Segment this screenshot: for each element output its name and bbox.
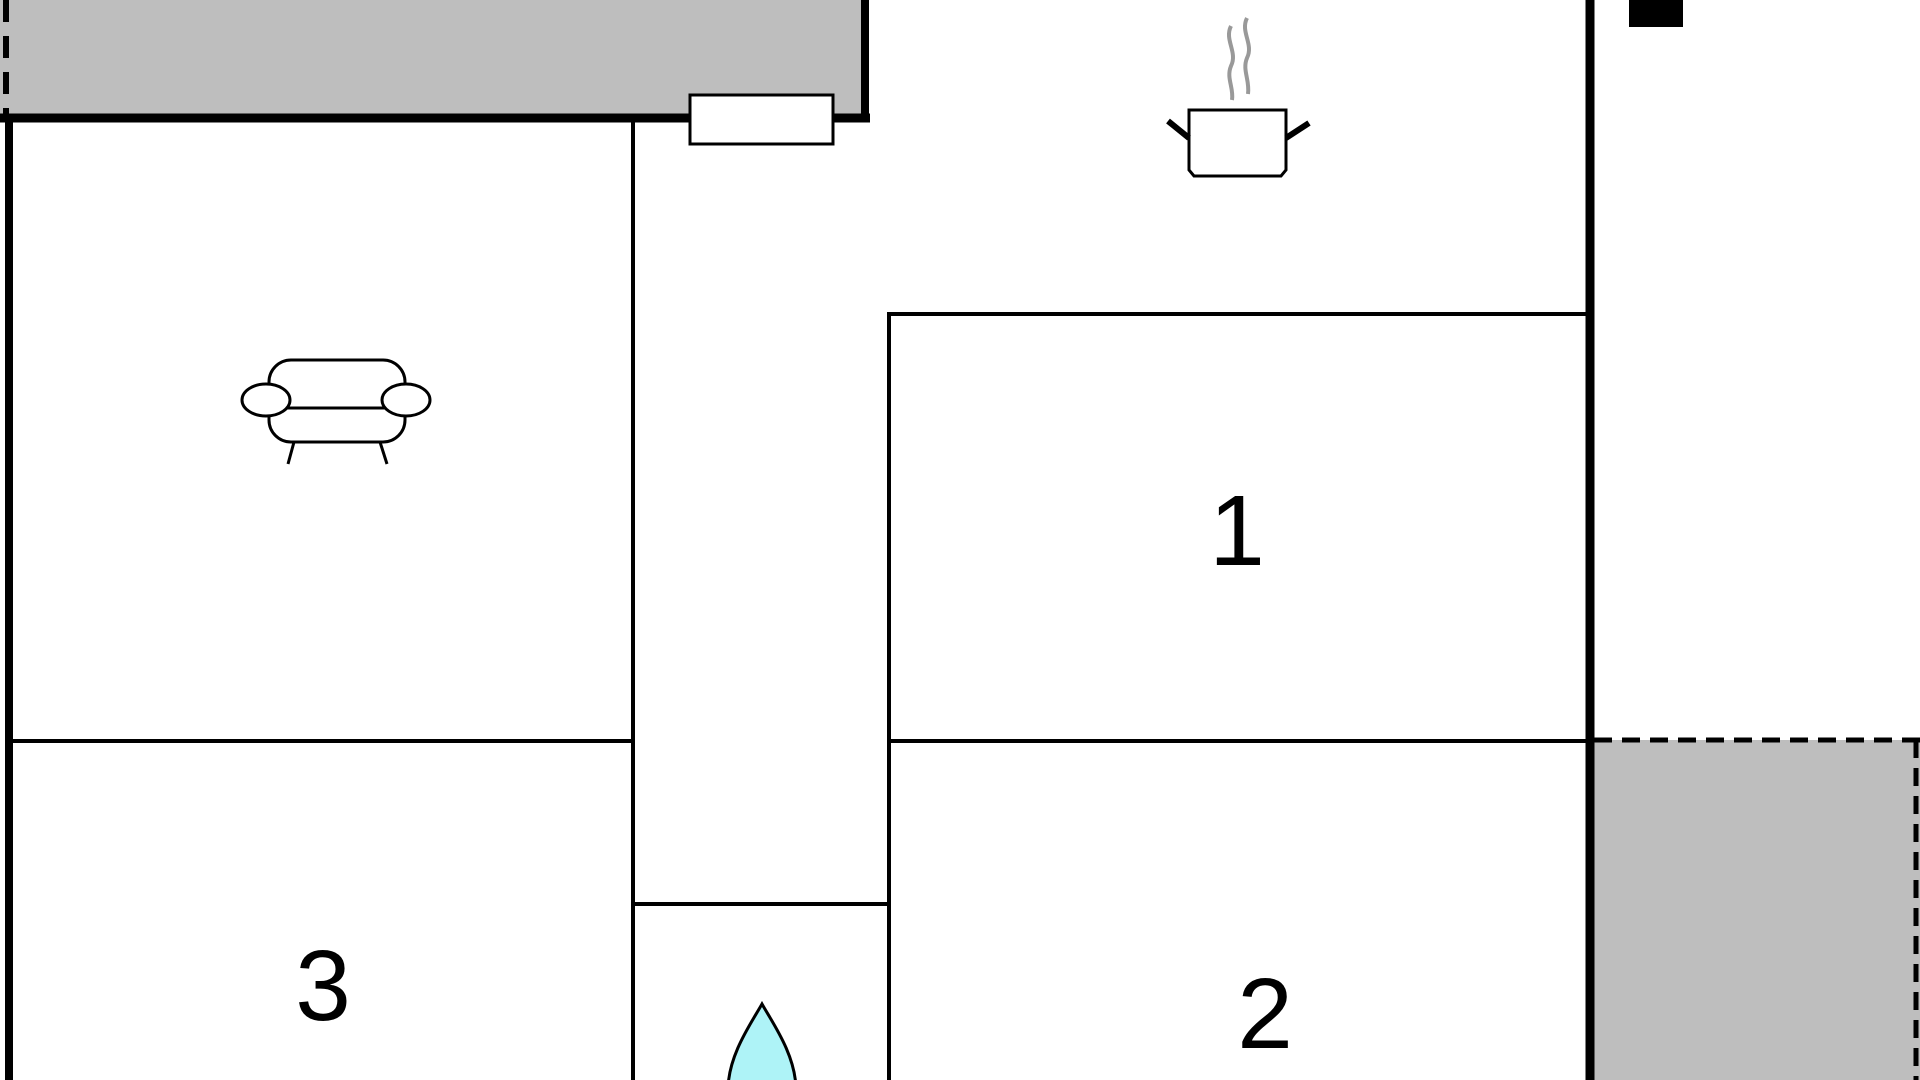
door-top-right: [1629, 0, 1683, 27]
terrace-bottom-right: [1594, 737, 1920, 1080]
room-label-3: 3: [295, 930, 351, 1042]
cooking-pot-icon: [1166, 17, 1311, 178]
window-top: [688, 93, 835, 146]
room-label-2: 2: [1237, 958, 1293, 1070]
room-label-1: 1: [1209, 475, 1265, 587]
outer-walls: [0, 0, 1595, 1080]
interior-walls: [9, 118, 1586, 1080]
water-drop-icon: [727, 1000, 797, 1080]
sofa-icon: [240, 358, 432, 465]
